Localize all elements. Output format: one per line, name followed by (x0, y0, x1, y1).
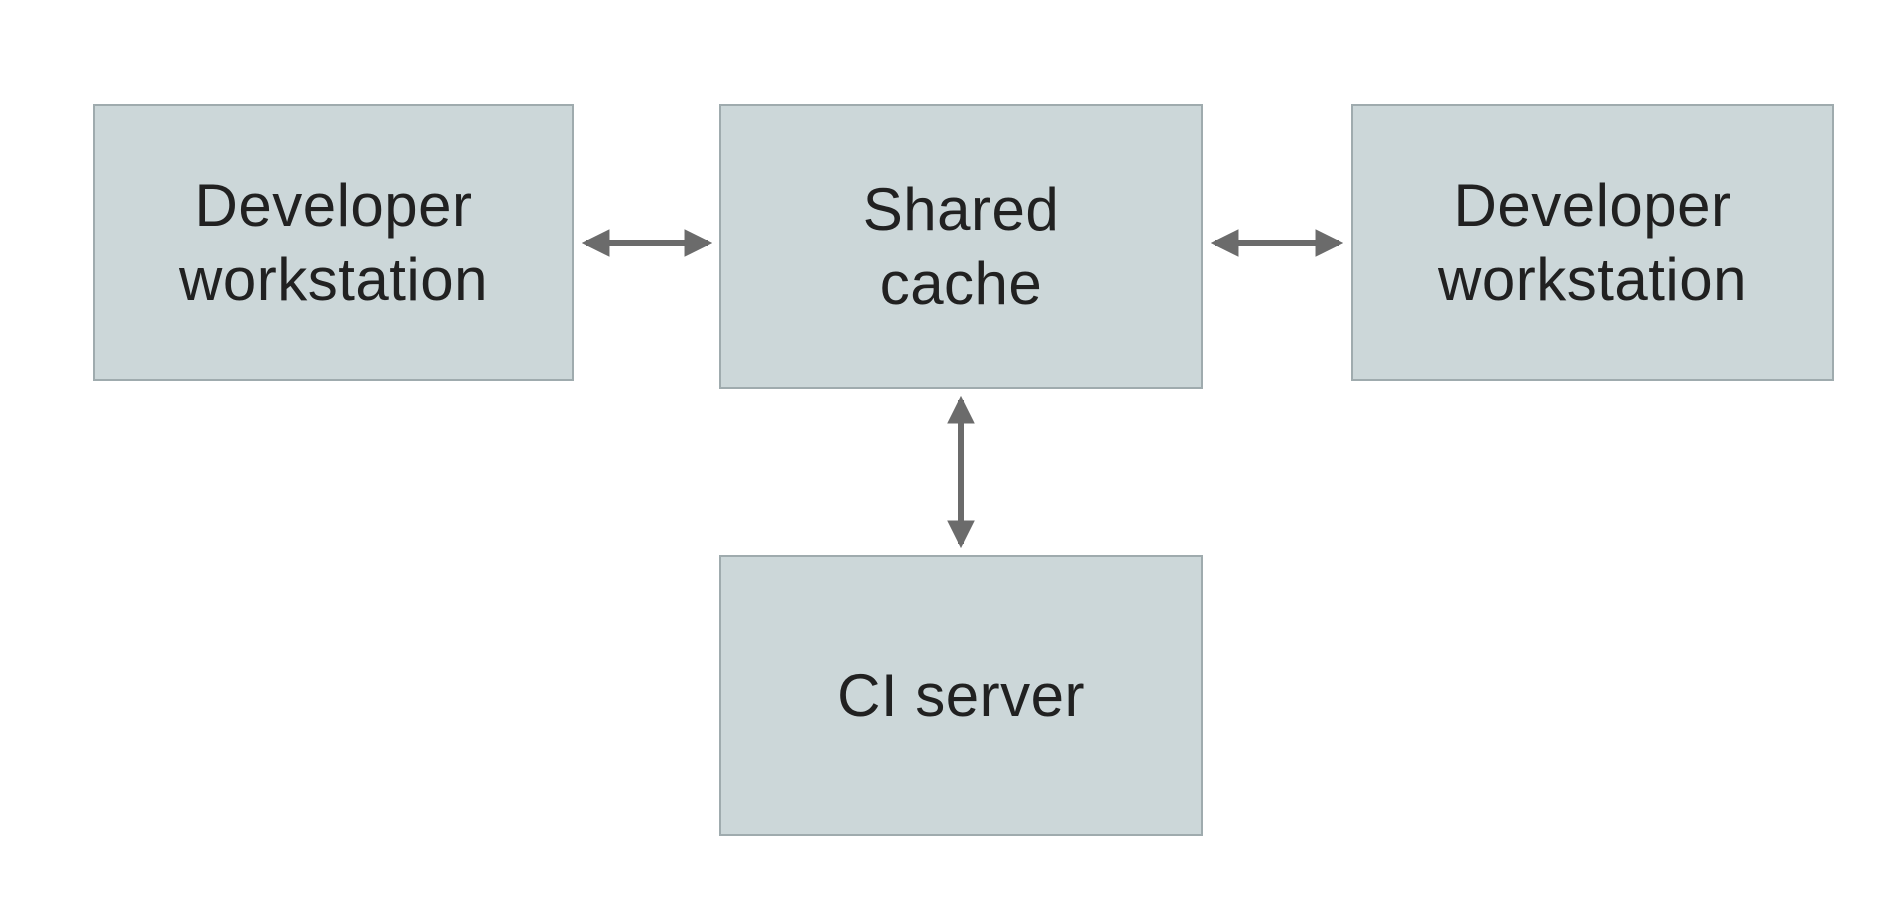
node-label-developer-workstation-right: Developer workstation (1438, 172, 1747, 313)
node-label-developer-workstation-left: Developer workstation (179, 172, 488, 313)
node-shared-cache: Shared cache (719, 104, 1203, 389)
node-ci-server: CI server (719, 555, 1203, 836)
node-label-shared-cache: Shared cache (862, 176, 1060, 317)
node-label-ci-server: CI server (837, 661, 1085, 729)
node-developer-workstation-left: Developer workstation (93, 104, 574, 381)
node-developer-workstation-right: Developer workstation (1351, 104, 1834, 381)
